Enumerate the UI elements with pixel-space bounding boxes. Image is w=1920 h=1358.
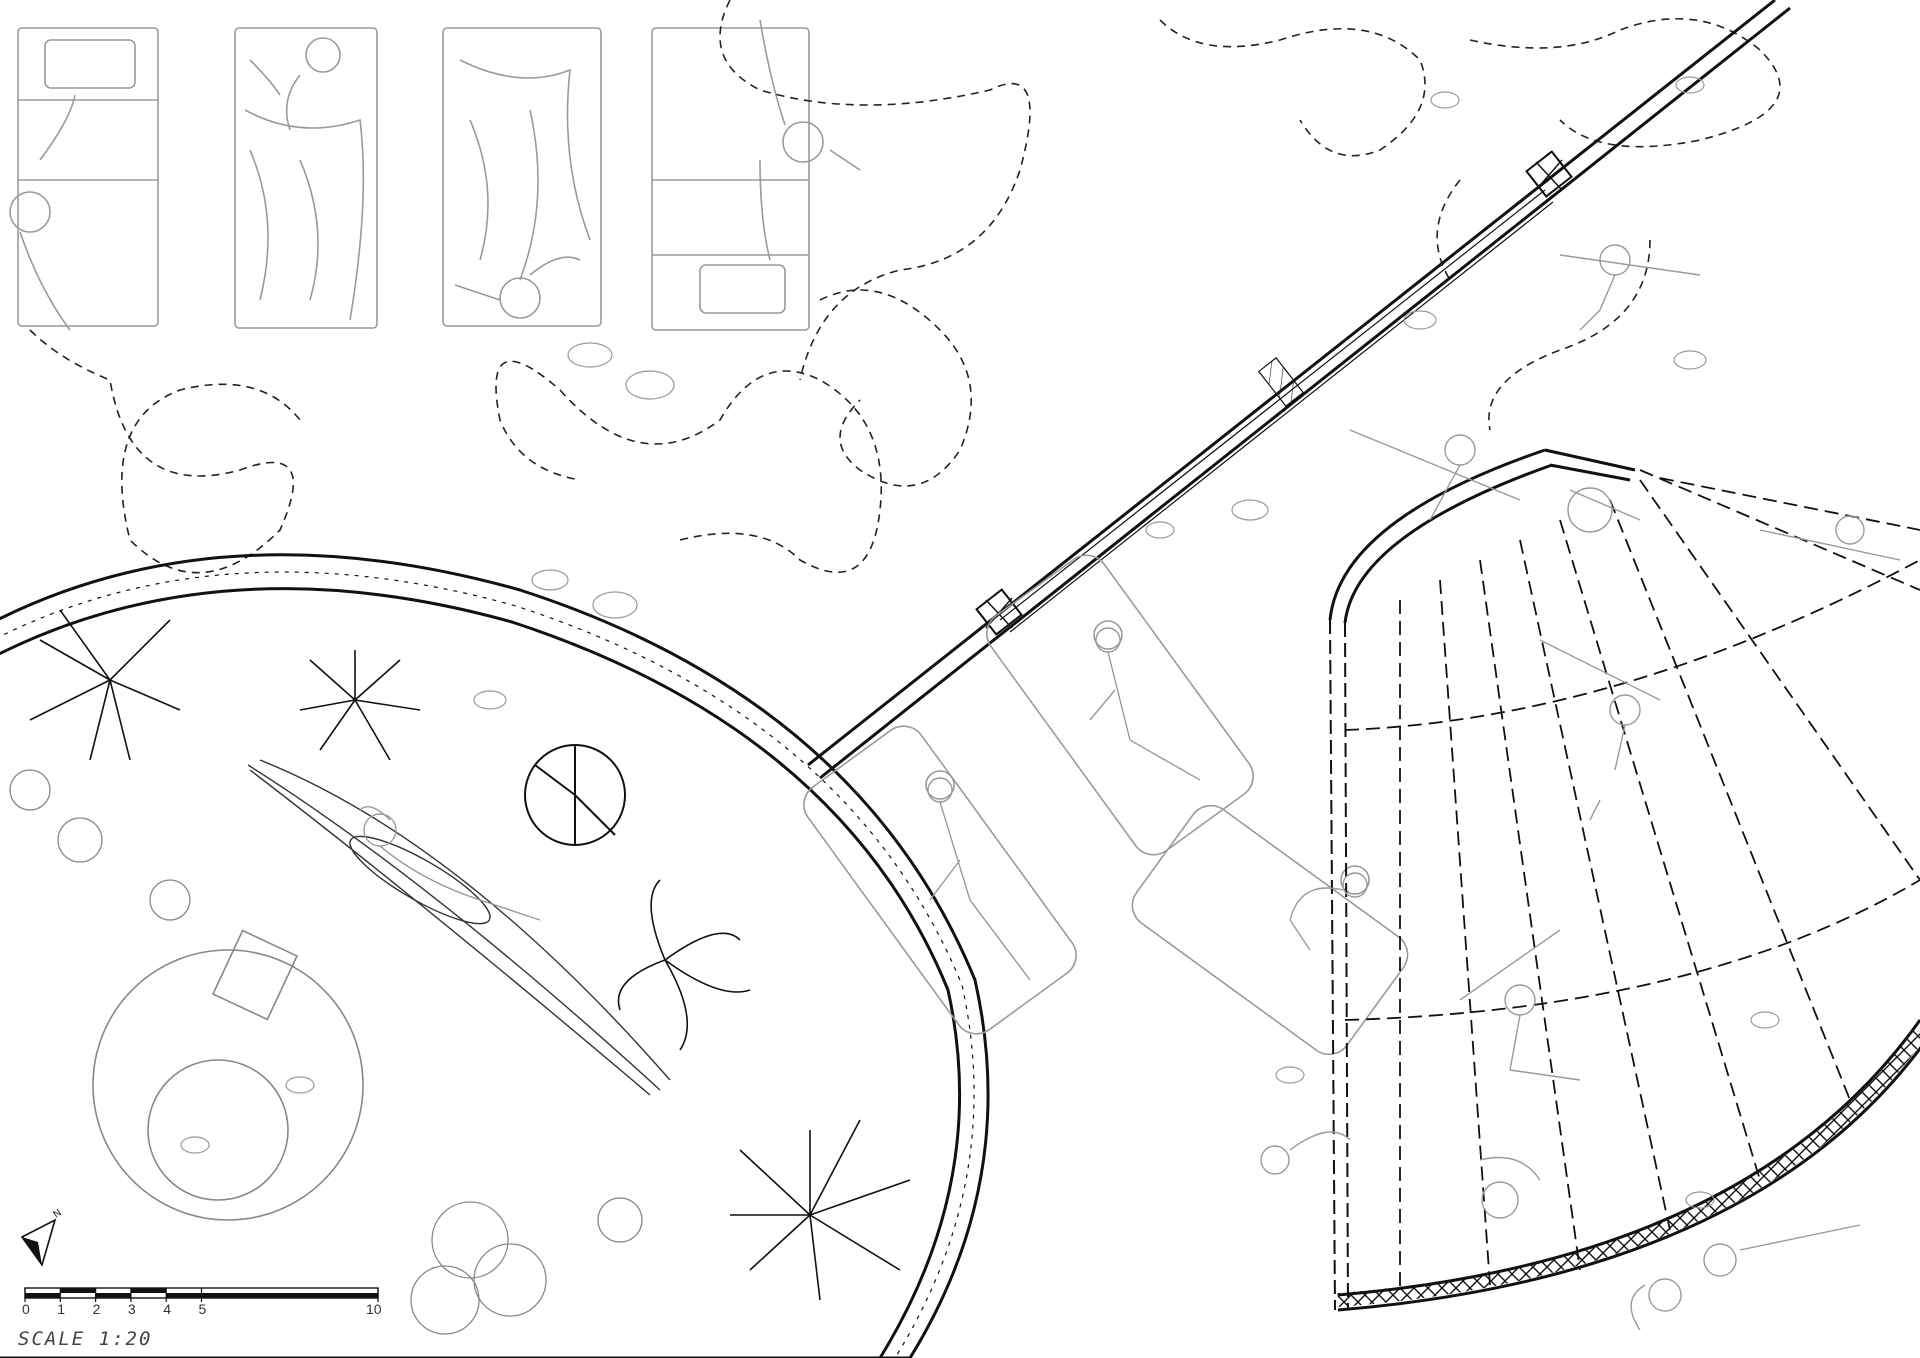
figure-dancers (1260, 244, 1901, 1331)
tree-spiky-small (299, 650, 421, 761)
scale-bar-block (25, 1293, 61, 1298)
shrubs (9, 769, 643, 1335)
tree-top-left (29, 609, 181, 761)
bed-4 (651, 19, 861, 331)
diagonal-wall (807, 0, 1791, 780)
movement-paths (29, 0, 1781, 574)
scale-bar-block (166, 1293, 202, 1298)
scale-bar-block (60, 1288, 96, 1293)
yoga-mats (803, 554, 1409, 1056)
figures (359, 244, 1901, 1331)
scale-tick-label: 2 (93, 1301, 101, 1317)
scale-tick-label: 10 (366, 1301, 382, 1317)
scale-tick-label: 4 (163, 1301, 171, 1317)
scale-label: SCALE 1:20 (18, 1328, 152, 1350)
round-table (524, 744, 626, 846)
figure-hammock (359, 806, 541, 921)
scale-bar-block (130, 1288, 167, 1293)
figure-mat-3 (1289, 872, 1368, 951)
tree-spiky-large (730, 1119, 911, 1301)
fan-radials (1399, 469, 1920, 1290)
scale-bar-block (201, 1293, 378, 1298)
door-frame-upper (1525, 150, 1573, 198)
fan-arcs (1344, 477, 1920, 1021)
scale-tick-label: 3 (128, 1301, 136, 1317)
hammock (247, 759, 671, 1096)
north-label: N (51, 1207, 63, 1220)
figure-mat-2 (1089, 627, 1201, 781)
bed-3 (442, 27, 602, 327)
stone-patio (92, 929, 364, 1221)
garden-oval (0, 553, 990, 1358)
palm-plant (617, 879, 751, 1051)
scale-bar: 0 1 2 3 4 5 10 SCALE 1:20 (18, 1287, 382, 1350)
pets (180, 76, 1780, 1209)
scale-bar-ticks: 0 1 2 3 4 5 10 (22, 1288, 382, 1317)
bed-1 (9, 27, 159, 331)
garden-trees (29, 609, 911, 1301)
north-arrow: N (20, 1207, 64, 1267)
scale-tick-label: 5 (199, 1301, 207, 1317)
scale-tick-label: 1 (57, 1301, 65, 1317)
scale-tick-label: 0 (22, 1301, 30, 1317)
beds-group (9, 19, 861, 331)
scale-bar-block (95, 1293, 131, 1298)
fan-stage (1328, 448, 1920, 1312)
bed-2 (234, 27, 378, 329)
scale-bar-fill (25, 1288, 378, 1298)
figure-mat-1 (927, 777, 1031, 981)
